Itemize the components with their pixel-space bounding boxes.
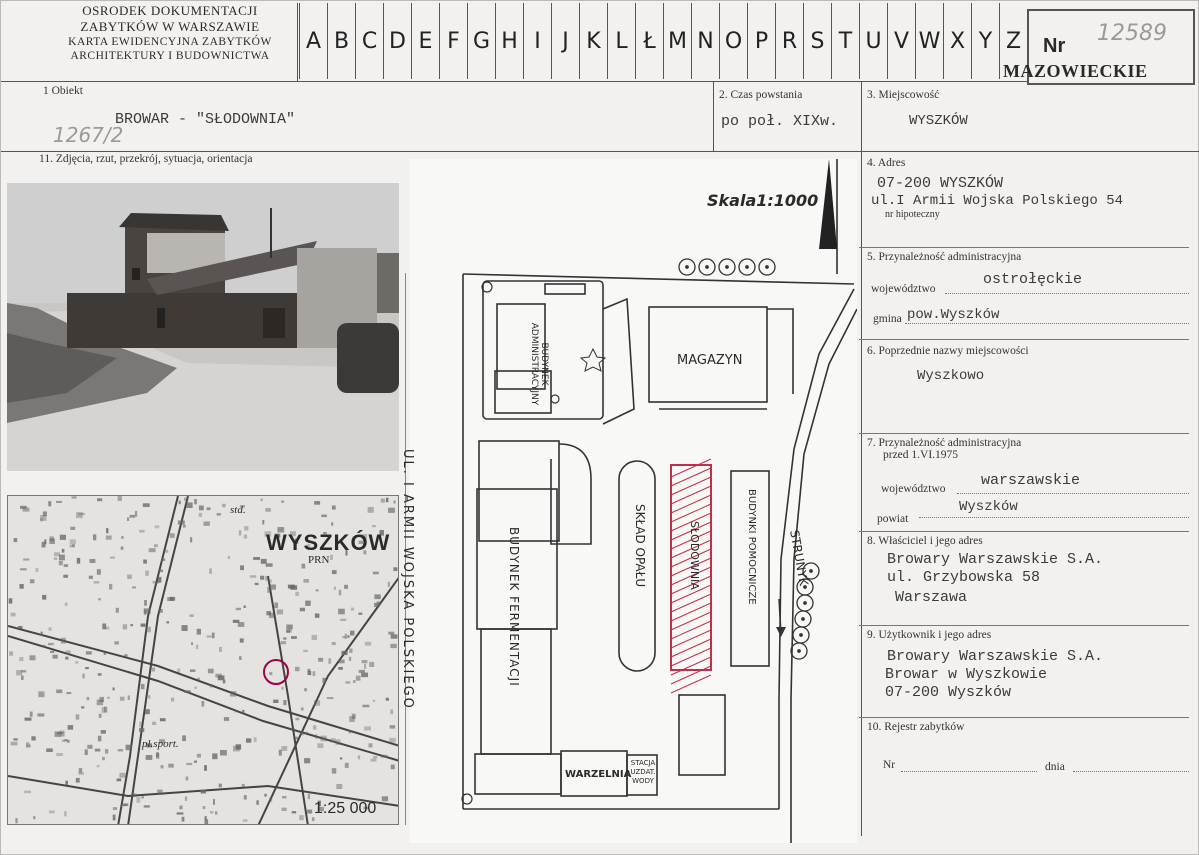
index-letter: I	[523, 3, 551, 79]
index-letter: N	[691, 3, 719, 79]
card-type-line-1: KARTA EWIDENCYJNA ZABYTKÓW	[68, 36, 272, 48]
field-6-label: 6. Poprzednie nazwy miejscowości	[867, 345, 1029, 357]
field-7-woj-value: warszawskie	[981, 472, 1081, 489]
field-11-label: 11. Zdjęcia, rzut, przekrój, sytuacja, o…	[39, 153, 253, 165]
index-letter: H	[495, 3, 523, 79]
index-letter: W	[915, 3, 943, 79]
field-3-label: 3. Miejscowość	[867, 89, 940, 101]
field-9-line-1: Browary Warszawskie S.A.	[887, 648, 1104, 665]
field-7-label-2: przed 1.VI.1975	[883, 449, 959, 461]
field-5-label: 5. Przynależność administracyjna	[867, 251, 1022, 263]
location-map: WYSZKÓW PRN std. pl.sport. 1:25 000	[7, 495, 399, 825]
index-letter: C	[355, 3, 383, 79]
index-letter: U	[859, 3, 887, 79]
map-std-label: std.	[230, 504, 246, 516]
field-5-woj-value: ostrołęckie	[983, 271, 1083, 288]
voivodeship-stamp: MAZOWIECKIE	[1003, 61, 1148, 81]
index-letter: E	[411, 3, 439, 79]
field-7-woj-label: województwo	[881, 483, 946, 495]
institution-line-2: ZABYTKÓW W WARSZAWIE	[80, 19, 260, 34]
field-1-label: 1 Obiekt	[43, 85, 83, 97]
index-letter: A	[299, 3, 327, 79]
index-letter: D	[383, 3, 411, 79]
magazyn-label: MAGAZYN	[677, 353, 743, 368]
index-letter: Ł	[635, 3, 663, 79]
field-7-pow-value: Wyszków	[959, 499, 1018, 515]
water-station-label: STACJA UZDAT. WODY	[630, 759, 656, 785]
field-10-nr-label: Nr	[883, 759, 896, 771]
index-letter: F	[439, 3, 467, 79]
field-9-line-3: 07-200 Wyszków	[885, 684, 1012, 701]
field-5-gmina-value: pow.Wyszków	[907, 307, 1000, 323]
field-8-line-2: ul. Grzybowska 58	[887, 569, 1041, 586]
index-letter: B	[327, 3, 355, 79]
field-5-woj-label: województwo	[871, 283, 936, 295]
field-10-date-label: dnia	[1045, 761, 1065, 773]
index-letter: P	[747, 3, 775, 79]
admin-label: BUDYNEK ADMINISTRACYJNY	[529, 322, 549, 406]
field-3-value: WYSZKÓW	[909, 113, 968, 129]
index-letter: Z	[999, 3, 1027, 79]
street-label: UL. I ARMII WOJSKA POLSKIEGO	[400, 449, 415, 710]
index-letter: X	[943, 3, 971, 79]
index-letter: V	[887, 3, 915, 79]
nr-label: Nr	[1043, 35, 1066, 57]
map-prn-label: PRN	[308, 554, 330, 566]
index-letter: T	[831, 3, 859, 79]
card-type-line-2: ARCHITEKTURY I BUDOWNICTWA	[70, 50, 270, 62]
institution-line-1: OSRODEK DOKUMENTACJI	[82, 3, 258, 18]
header-institution: OSRODEK DOKUMENTACJI ZABYTKÓW W WARSZAWI…	[45, 3, 295, 63]
field-5-gmina-label: gmina	[873, 313, 902, 325]
field-2-value: po poł. XIXw.	[721, 113, 839, 130]
field-9-label: 9. Użytkownik i jego adres	[867, 629, 992, 641]
field-1-handwritten: 1267/2	[53, 123, 124, 147]
auxiliary-label: BUDYNKI POMOCNICZE	[746, 489, 757, 605]
field-4-sub: nr hipoteczny	[885, 209, 940, 220]
field-8-label: 8. Właściciel i jego adres	[867, 535, 983, 547]
field-7-pow-label: powiat	[877, 513, 909, 525]
nr-handwritten: 12589	[1097, 21, 1167, 46]
fuel-store-label: SKŁAD OPAŁU	[633, 504, 647, 588]
malthouse-label: SŁODOWNIA	[688, 521, 701, 590]
index-letter: K	[579, 3, 607, 79]
field-2-label: 2. Czas powstania	[719, 89, 803, 101]
map-scale: 1:25 000	[314, 800, 377, 817]
fermentation-label: BUDYNEK FERMENTACJI	[507, 527, 521, 687]
site-plan: Skala1:1000 UL. I ARMII WOJSKA POLSKIEGO…	[400, 159, 858, 843]
field-6-value: Wyszkowo	[917, 368, 985, 384]
field-4-line-1: 07-200 WYSZKÓW	[877, 175, 1004, 192]
map-title: WYSZKÓW	[266, 530, 391, 555]
field-4-line-2: ul.I Armii Wojska Polskiego 54	[871, 193, 1124, 209]
field-10-label: 10. Rejestr zabytków	[867, 721, 965, 733]
field-9-line-2: Browar w Wyszkowie	[885, 666, 1048, 683]
field-4-label: 4. Adres	[867, 157, 906, 169]
index-letter: M	[663, 3, 691, 79]
number-box: Nr 12589 MAZOWIECKIE	[1003, 9, 1195, 85]
index-letter: L	[607, 3, 635, 79]
brewery-photo	[7, 183, 399, 471]
field-8-line-3: Warszawa	[895, 589, 968, 606]
field-8-line-1: Browary Warszawskie S.A.	[887, 551, 1104, 568]
plan-scale: Skala1:1000	[707, 191, 819, 210]
map-sport-label: pl.sport.	[142, 738, 179, 750]
index-letter: S	[803, 3, 831, 79]
field-7-label: 7. Przynależność administracyjna	[867, 437, 1022, 449]
index-letter: Y	[971, 3, 999, 79]
index-letter: G	[467, 3, 495, 79]
brewhouse-label: WARZELNIA	[565, 769, 632, 780]
index-letter: J	[551, 3, 579, 79]
index-letter: O	[719, 3, 747, 79]
index-letter: R	[775, 3, 803, 79]
field-1-value: BROWAR - "SŁODOWNIA"	[115, 111, 296, 128]
